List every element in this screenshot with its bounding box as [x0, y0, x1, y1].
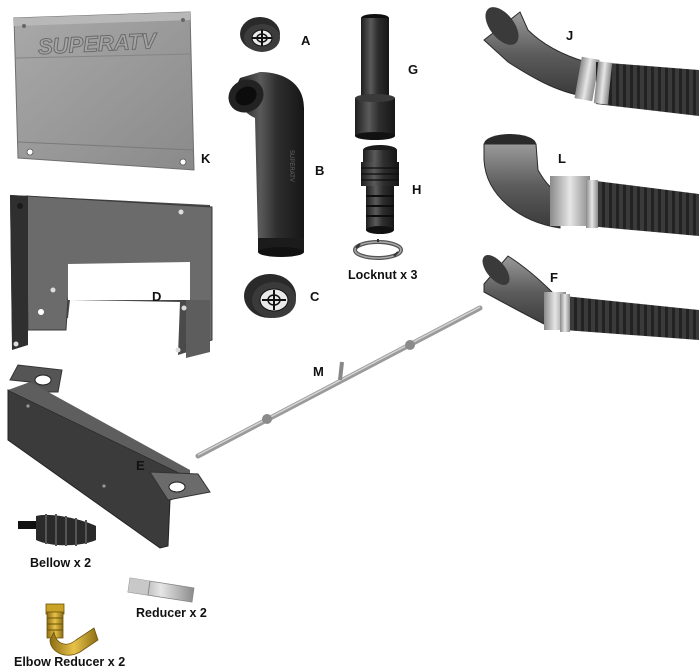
label-m: M [313, 364, 324, 379]
part-k-plate: SUPERATV [13, 11, 195, 171]
part-b-elbow-tube: SUPERATV [228, 72, 304, 257]
label-h: H [412, 182, 422, 197]
label-k: K [201, 151, 211, 166]
caption-elbow-reducer: Elbow Reducer x 2 [14, 655, 126, 669]
caption-locknut: Locknut x 3 [348, 268, 418, 282]
label-l: L [558, 151, 566, 166]
part-c-grommet [244, 274, 296, 318]
part-g-tube [355, 14, 395, 140]
label-d: D [152, 289, 162, 304]
caption-bellow: Bellow x 2 [30, 556, 92, 570]
locknut [353, 239, 403, 260]
bellow [18, 514, 96, 546]
caption-reducer: Reducer x 2 [136, 606, 207, 620]
label-g: G [408, 62, 419, 77]
reducer [127, 577, 195, 603]
part-m-rod [195, 305, 483, 459]
part-d-bracket [10, 195, 213, 358]
elbow-reducer [45, 603, 99, 656]
part-a-grommet [240, 17, 280, 52]
label-e: E [136, 458, 145, 473]
part-e-angle-bracket [7, 364, 211, 549]
label-b: B [315, 163, 325, 178]
part-h-fitting [361, 145, 399, 234]
part-j-duct-hose [483, 7, 699, 116]
svg-text:SUPERATV: SUPERATV [288, 150, 294, 182]
part-f-duct-hose [482, 255, 699, 340]
label-f: F [550, 270, 558, 285]
part-l-elbow-hose [483, 134, 699, 236]
label-c: C [310, 289, 320, 304]
label-a: A [301, 33, 311, 48]
label-j: J [566, 28, 574, 43]
